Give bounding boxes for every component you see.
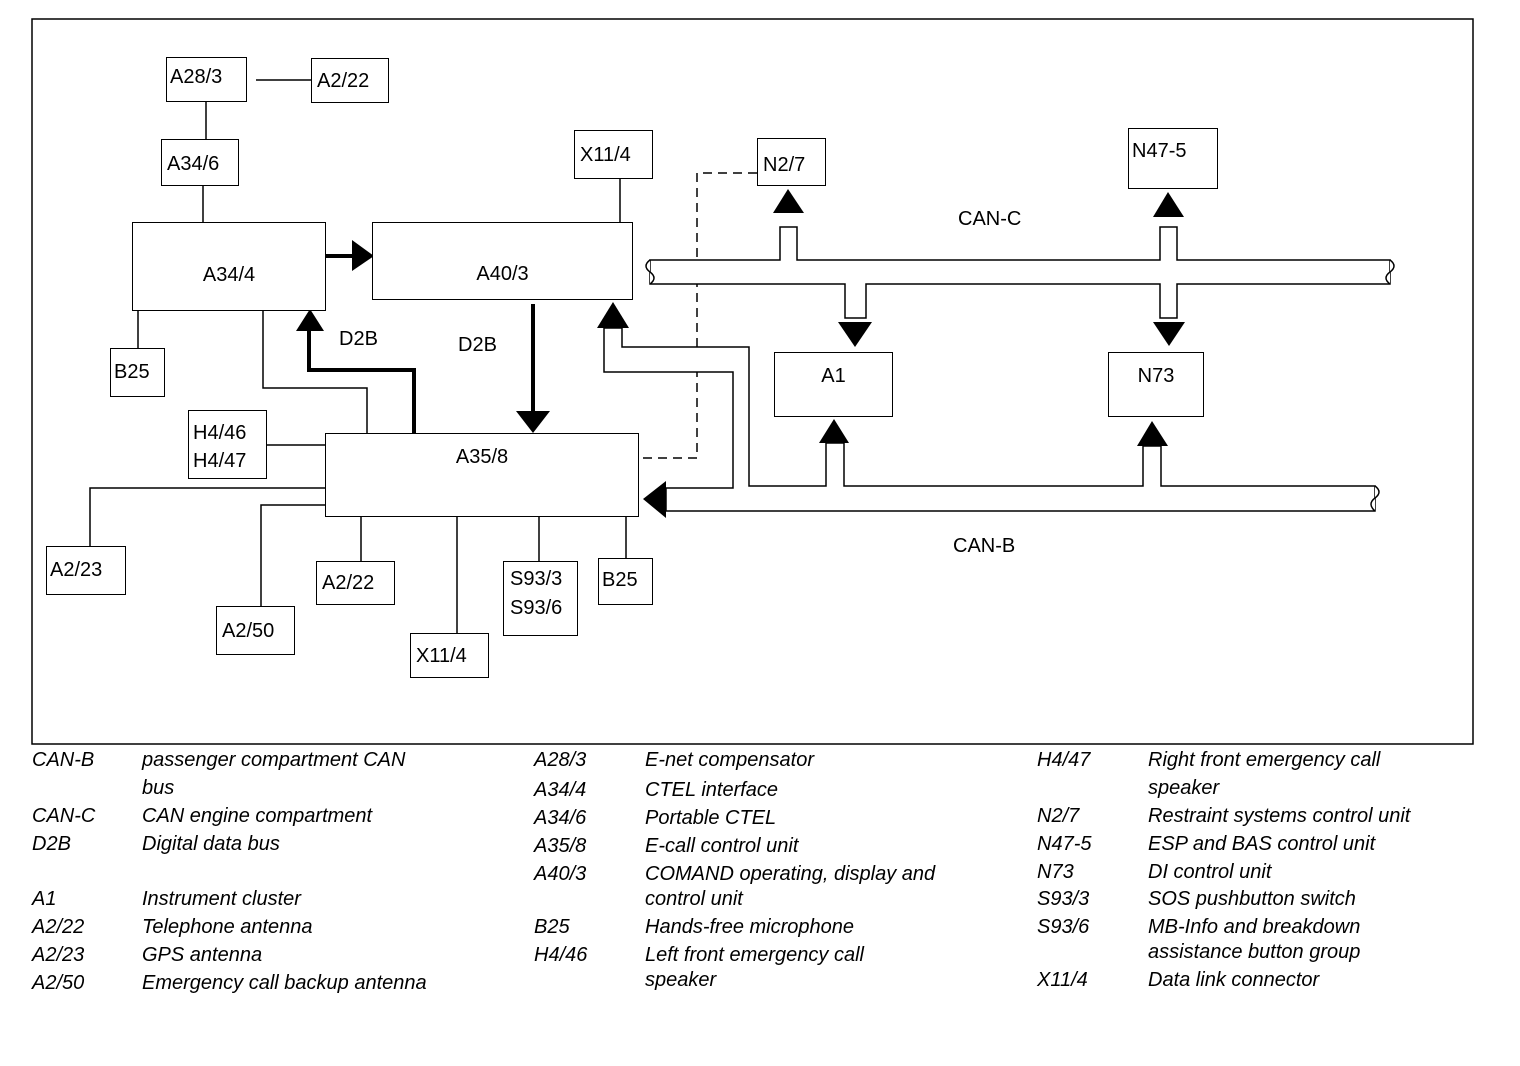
legend-code: CAN-C bbox=[32, 805, 96, 827]
block-a28-3: A28/3 bbox=[166, 57, 247, 102]
legend-desc: Restraint systems control unit bbox=[1148, 805, 1411, 827]
legend-code: A34/4 bbox=[534, 779, 587, 801]
block-n2-7-label: N2/7 bbox=[763, 154, 806, 176]
block-x11-4-top: X11/4 bbox=[574, 130, 653, 179]
dashed-link-n2-7 bbox=[639, 172, 757, 459]
legend-code: D2B bbox=[32, 833, 71, 855]
block-n47-5: N47-5 bbox=[1128, 128, 1218, 189]
legend-desc: E-net compensator bbox=[645, 749, 814, 771]
block-a34-4-label: A34/4 bbox=[202, 264, 256, 286]
block-a34-6-label: A34/6 bbox=[167, 153, 220, 175]
legend-desc: Portable CTEL bbox=[645, 807, 777, 829]
block-a2-23: A2/23 bbox=[46, 546, 126, 595]
legend-code: S93/6 bbox=[1037, 916, 1090, 938]
legend-desc: CTEL interface bbox=[645, 779, 779, 801]
legend-code: A35/8 bbox=[534, 835, 587, 857]
legend-code: H4/46 bbox=[534, 944, 588, 966]
can-b-bus bbox=[597, 302, 1380, 518]
legend-desc: Hands-free microphone bbox=[645, 916, 854, 938]
can-b-label: CAN-B bbox=[953, 535, 1016, 557]
connection-lines bbox=[89, 79, 627, 633]
legend-desc: GPS antenna bbox=[142, 944, 263, 966]
block-b25-left: B25 bbox=[110, 348, 165, 397]
block-n2-7: N2/7 bbox=[757, 138, 826, 186]
legend-desc: Emergency call backup antenna bbox=[142, 972, 427, 994]
block-n47-5-label: N47-5 bbox=[1132, 140, 1187, 162]
legend-desc-cont: speaker bbox=[645, 969, 717, 991]
block-a2-22-top-label: A2/22 bbox=[317, 70, 370, 92]
legend-desc-cont: assistance button group bbox=[1148, 941, 1361, 963]
block-h4-47-label: H4/47 bbox=[193, 450, 247, 472]
block-s93-3-label: S93/3 bbox=[510, 568, 563, 590]
legend-code: S93/3 bbox=[1037, 888, 1090, 910]
legend-code: A2/22 bbox=[32, 916, 85, 938]
legend-code: H4/47 bbox=[1037, 749, 1091, 771]
block-a2-23-label: A2/23 bbox=[50, 559, 103, 581]
legend-code: N47-5 bbox=[1037, 833, 1092, 855]
legend-desc: MB-Info and breakdown bbox=[1148, 916, 1361, 938]
legend-code: A34/6 bbox=[534, 807, 587, 829]
block-a1: A1 bbox=[774, 352, 893, 417]
block-b25-left-label: B25 bbox=[114, 361, 150, 383]
legend-desc-cont: speaker bbox=[1148, 777, 1220, 799]
block-n73-label: N73 bbox=[1137, 365, 1175, 387]
block-x11-4-bottom: X11/4 bbox=[410, 633, 489, 678]
legend-desc: Left front emergency call bbox=[645, 944, 864, 966]
legend-code: A2/23 bbox=[32, 944, 85, 966]
legend-code: N2/7 bbox=[1037, 805, 1080, 827]
legend-desc-cont: control unit bbox=[645, 888, 743, 910]
block-b25-right: B25 bbox=[598, 558, 653, 605]
legend-code: B25 bbox=[534, 916, 570, 938]
block-a2-50: A2/50 bbox=[216, 606, 295, 655]
block-s93-6-label: S93/6 bbox=[510, 597, 563, 619]
block-b25-right-label: B25 bbox=[602, 569, 638, 591]
legend-desc: DI control unit bbox=[1148, 861, 1272, 883]
block-n73: N73 bbox=[1108, 352, 1204, 417]
block-a1-label: A1 bbox=[821, 365, 846, 387]
legend-desc: Digital data bus bbox=[142, 833, 280, 855]
block-a34-6: A34/6 bbox=[161, 139, 239, 186]
block-x11-4-top-label: X11/4 bbox=[580, 144, 631, 166]
can-c-label: CAN-C bbox=[958, 208, 1022, 230]
legend-desc: Data link connector bbox=[1148, 969, 1320, 991]
legend-desc: Telephone antenna bbox=[142, 916, 313, 938]
legend-desc: ESP and BAS control unit bbox=[1148, 833, 1376, 855]
block-a28-3-label: A28/3 bbox=[170, 66, 223, 88]
legend-desc: SOS pushbutton switch bbox=[1148, 888, 1356, 910]
legend-desc: Instrument cluster bbox=[142, 888, 301, 910]
d2b-label-left: D2B bbox=[339, 328, 378, 350]
block-a35-8: A35/8 bbox=[325, 433, 639, 517]
block-a2-22-top: A2/22 bbox=[311, 58, 389, 103]
legend-desc: E-call control unit bbox=[645, 835, 799, 857]
block-x11-4-bottom-label: X11/4 bbox=[416, 645, 467, 667]
block-h4-46-label: H4/46 bbox=[193, 422, 247, 444]
legend-code: X11/4 bbox=[1037, 969, 1088, 991]
block-a35-8-label: A35/8 bbox=[455, 446, 509, 468]
can-c-bus bbox=[645, 189, 1395, 347]
legend-code: CAN-B bbox=[32, 749, 95, 771]
legend-desc-cont: bus bbox=[142, 777, 175, 799]
block-a2-22-bottom-label: A2/22 bbox=[322, 572, 375, 594]
legend-code: N73 bbox=[1037, 861, 1074, 883]
diagram-frame bbox=[31, 18, 1474, 745]
d2b-links bbox=[296, 240, 550, 433]
legend-code: A2/50 bbox=[32, 972, 85, 994]
block-a34-4: A34/4 bbox=[132, 222, 326, 311]
block-h4-46-h4-47: H4/46 H4/47 bbox=[188, 410, 267, 479]
block-a40-3: A40/3 bbox=[372, 222, 633, 300]
legend-desc: CAN engine compartment bbox=[142, 805, 373, 827]
legend-desc: COMAND operating, display and bbox=[645, 863, 936, 885]
block-a40-3-label: A40/3 bbox=[476, 263, 529, 285]
block-a2-50-label: A2/50 bbox=[222, 620, 275, 642]
block-s93-3-s93-6: S93/3 S93/6 bbox=[503, 561, 578, 636]
legend-code: A28/3 bbox=[534, 749, 587, 771]
legend-code: A1 bbox=[32, 888, 57, 910]
legend-desc: passenger compartment CAN bbox=[142, 749, 406, 771]
legend-desc: Right front emergency call bbox=[1148, 749, 1381, 771]
d2b-label-center: D2B bbox=[458, 334, 497, 356]
legend-code: A40/3 bbox=[534, 863, 587, 885]
block-a2-22-bottom: A2/22 bbox=[316, 561, 395, 605]
